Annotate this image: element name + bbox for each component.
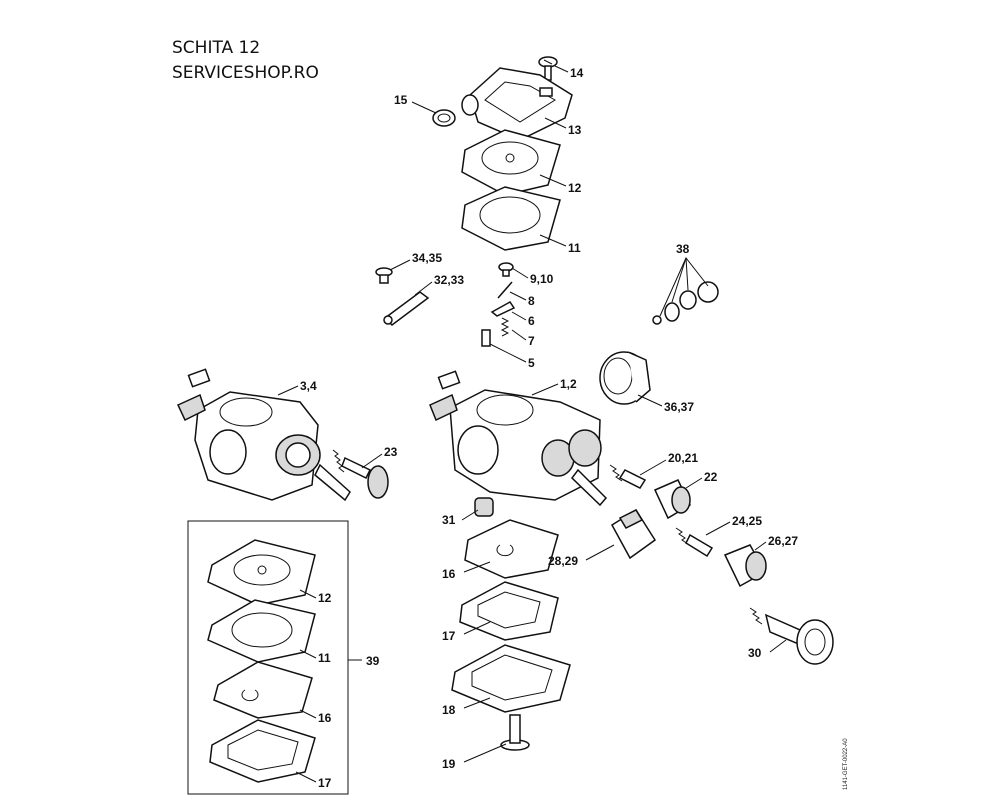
label-1-2: 1,2 [560,377,577,391]
label-28-29: 28,29 [548,554,578,568]
label-kit-11: 11 [318,651,331,665]
part-needle-24-25 [675,527,714,558]
label-18: 18 [442,703,456,717]
part-screw-14 [538,56,558,81]
part-gasket-17 [459,581,559,641]
label-11: 11 [568,241,581,255]
label-36-37: 36,37 [664,400,694,414]
part-lever-32-33 [383,291,430,326]
label-9-10: 9,10 [530,272,554,286]
label-17: 17 [442,629,456,643]
part-valve-30 [749,607,834,665]
label-38: 38 [676,242,690,256]
label-22: 22 [704,470,718,484]
label-kit-17: 17 [318,776,332,790]
part-carburetor-3-4 [177,368,351,502]
label-32-33: 32,33 [434,273,464,287]
part-sleeve-22 [653,479,691,520]
leader-lines [277,65,787,783]
part-carburetor-1-2 [429,370,608,507]
label-19: 19 [442,757,456,771]
part-gasket-11 [461,186,561,251]
label-15: 15 [394,93,408,107]
header: SCHITA 12 SERVICESHOP.RO [172,36,319,86]
kit-box-39 [187,520,362,795]
label-5: 5 [528,356,535,370]
part-sleeve-26-27 [723,544,767,588]
part-screw-9-10 [498,262,514,277]
label-kit-12: 12 [318,591,332,605]
part-cover-18 [451,644,571,713]
label-6: 6 [528,314,535,328]
part-ring-15 [432,109,456,127]
header-title: SCHITA 12 [172,38,261,58]
label-3-4: 3,4 [300,379,317,393]
label-23: 23 [384,445,398,459]
label-kit-39: 39 [366,654,380,668]
kit-plate-16 [213,661,313,719]
part-labels: 14 15 13 12 11 34,35 32,33 9,10 8 6 7 5 … [300,66,798,790]
part-cover-13 [461,67,573,141]
kit-gasket-11 [207,599,316,663]
part-spring-7 [500,317,510,337]
kit-gasket-17 [209,719,316,783]
part-cap-36-37 [599,351,651,405]
label-34-35: 34,35 [412,251,442,265]
label-12: 12 [568,181,582,195]
part-screw-34-35 [375,267,393,284]
label-7: 7 [528,334,535,348]
label-16: 16 [442,567,456,581]
part-lever-6 [490,301,516,317]
label-26-27: 26,27 [768,534,798,548]
label-8: 8 [528,294,535,308]
part-needle-5 [481,329,491,347]
label-kit-16: 16 [318,711,332,725]
label-30: 30 [748,646,762,660]
part-screw-23 [332,449,389,499]
label-20-21: 20,21 [668,451,698,465]
header-site: SERVICESHOP.RO [172,63,319,83]
part-diaphragm-12 [461,129,561,196]
label-14: 14 [570,66,584,80]
part-needle-20-21 [609,464,647,489]
diagram-code: 1141-GET-0022-A0 [843,738,849,790]
kit-diaphragm-12 [207,539,316,606]
part-screen-31 [474,497,494,517]
label-31: 31 [442,513,456,527]
label-24-25: 24,25 [732,514,762,528]
part-screw-19 [500,714,530,751]
part-pin-8 [497,281,513,299]
part-plate-16 [464,519,559,579]
label-13: 13 [568,123,582,137]
part-spring-set-38 [652,281,719,325]
part-cap-28-29 [611,508,657,560]
